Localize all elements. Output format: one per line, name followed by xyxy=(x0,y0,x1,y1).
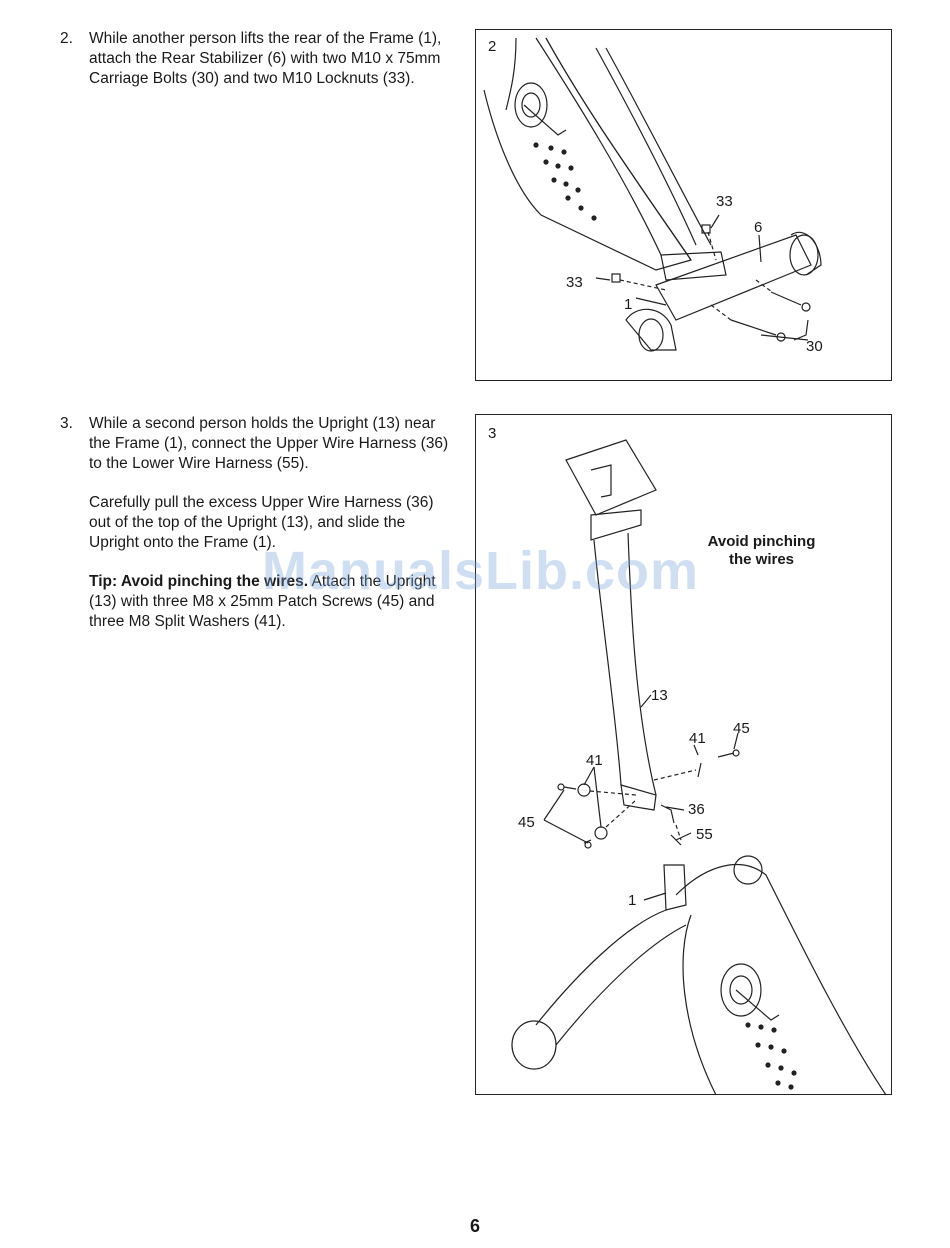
step-3-paragraph-2: Carefully pull the excess Upper Wire Har… xyxy=(89,494,434,551)
figure-3-number: 3 xyxy=(488,425,497,442)
callout-6: 6 xyxy=(754,219,762,236)
callout-1: 1 xyxy=(624,296,632,313)
tip-text: Attach the Upright (13) with three M8 x … xyxy=(89,573,436,630)
page-number: 6 xyxy=(469,1216,480,1236)
callout-41-right: 41 xyxy=(689,730,706,747)
tip-label: Tip: Avoid pinching the wires. xyxy=(89,573,309,591)
callout-13: 13 xyxy=(651,687,668,704)
callout-41-left: 41 xyxy=(586,752,603,769)
console-bracket xyxy=(565,439,657,516)
figure-3-drawing: 13 41 45 41 45 36 55 1 xyxy=(511,439,887,1096)
frame-body xyxy=(483,37,692,271)
figure-3: 3 Avoid pinching the wires xyxy=(475,414,892,1096)
step-2: 2. While another person lifts the rear o… xyxy=(60,29,450,88)
frame-dots xyxy=(745,1022,797,1090)
callout-45-left: 45 xyxy=(518,814,535,831)
callout-55: 55 xyxy=(696,826,713,843)
avoid-pinching-note: Avoid pinching the wires xyxy=(694,533,829,569)
rear-stabilizer xyxy=(655,234,812,321)
avoid-note-line-1: Avoid pinching xyxy=(707,533,816,550)
step-3-number: 3. xyxy=(60,415,73,432)
step-2-text: While another person lifts the rear of t… xyxy=(89,30,442,87)
frame-body xyxy=(675,864,887,1096)
step-3-tip: Tip: Avoid pinching the wires. Attach th… xyxy=(89,572,450,631)
callout-33-top: 33 xyxy=(716,193,733,210)
avoid-note-line-2: the wires xyxy=(728,551,795,568)
frame-post xyxy=(663,864,687,911)
callout-36: 36 xyxy=(688,801,705,818)
step-3-paragraph-1: While a second person holds the Upright … xyxy=(89,415,449,472)
callout-1: 1 xyxy=(628,892,636,909)
callout-45-right: 45 xyxy=(733,720,750,737)
callout-30: 30 xyxy=(806,338,823,355)
upright-tube xyxy=(593,539,622,786)
figure-2-drawing: 33 6 33 1 30 xyxy=(483,37,823,355)
figure-2: 2 xyxy=(475,29,892,381)
callout-33-left: 33 xyxy=(566,274,583,291)
step-3: 3. While a second person holds the Uprig… xyxy=(60,414,450,632)
figure-2-number: 2 xyxy=(488,38,497,55)
step-2-number: 2. xyxy=(60,30,73,47)
